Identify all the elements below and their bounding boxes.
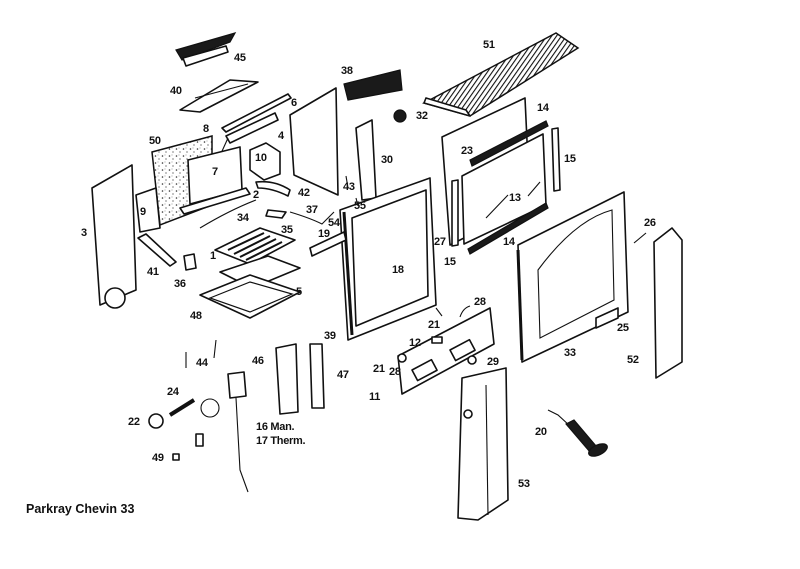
- label-10: 10: [255, 152, 267, 164]
- label-9: 9: [140, 206, 146, 218]
- part-14-seals: [467, 120, 549, 255]
- label-4: 4: [278, 130, 284, 142]
- label-51: 51: [483, 39, 495, 51]
- label-33: 33: [564, 347, 576, 359]
- label-19: 19: [318, 228, 330, 240]
- part-16-17-thermostat: [195, 371, 249, 493]
- part-37-rod: [265, 175, 359, 225]
- label-18: 18: [392, 264, 404, 276]
- part-24-rod: [168, 398, 196, 417]
- label-20: 20: [535, 426, 547, 438]
- label-38: 38: [341, 65, 353, 77]
- label-55: 55: [354, 200, 366, 212]
- label-35: 35: [281, 224, 293, 236]
- label-45: 45: [234, 52, 246, 64]
- part-53-front-post: [457, 367, 509, 521]
- label-28: 28: [474, 296, 486, 308]
- part-46-bracket: [275, 343, 299, 415]
- part-47-bracket: [309, 343, 325, 409]
- label-44: 44: [196, 357, 208, 369]
- label-2: 2: [253, 189, 259, 201]
- label-13: 13: [509, 192, 521, 204]
- part-2-bar: [179, 187, 251, 215]
- label-5: 5: [296, 286, 302, 298]
- part-49-clip: [172, 453, 180, 461]
- label-26: 26: [644, 217, 656, 229]
- part-33-outer-door: [516, 191, 629, 363]
- label-17: 17 Therm.: [256, 435, 306, 447]
- label-46: 46: [252, 355, 264, 367]
- label-21a: 21: [373, 363, 385, 375]
- part-1-grate: [214, 227, 296, 265]
- label-30: 30: [381, 154, 393, 166]
- label-24: 24: [167, 386, 179, 398]
- label-12: 12: [409, 337, 421, 349]
- label-22: 22: [128, 416, 140, 428]
- label-42: 42: [298, 187, 310, 199]
- label-23: 23: [461, 145, 473, 157]
- label-49: 49: [152, 452, 164, 464]
- part-51-top-hood: [421, 32, 580, 117]
- label-15b: 15: [444, 256, 456, 268]
- label-14a: 14: [537, 102, 549, 114]
- small-parts: [397, 305, 477, 365]
- label-27: 27: [434, 236, 446, 248]
- label-34: 34: [237, 212, 249, 224]
- label-14b: 14: [503, 236, 515, 248]
- label-32: 32: [416, 110, 428, 122]
- part-39-main-frame: [339, 177, 437, 341]
- label-36: 36: [174, 278, 186, 290]
- part-45-vent: [175, 32, 237, 67]
- part-6-rod: [221, 93, 292, 133]
- label-47: 47: [337, 369, 349, 381]
- part-48-ash-pan: [199, 274, 301, 319]
- part-11-control-panel: [397, 307, 495, 395]
- part-22-knob: [148, 413, 164, 429]
- label-37: 37: [306, 204, 318, 216]
- label-8: 8: [203, 123, 209, 135]
- label-39: 39: [324, 330, 336, 342]
- label-21b: 21: [428, 319, 440, 331]
- label-48: 48: [190, 310, 202, 322]
- part-9-block: [135, 187, 161, 233]
- part-41-strip: [137, 233, 177, 267]
- label-25: 25: [617, 322, 629, 334]
- label-15a: 15: [564, 153, 576, 165]
- part-25-plate: [595, 307, 619, 329]
- label-7: 7: [212, 166, 218, 178]
- label-50: 50: [149, 135, 161, 147]
- label-43: 43: [343, 181, 355, 193]
- label-28b: 28: [389, 366, 401, 378]
- part-52-right-side: [653, 227, 683, 379]
- label-41: 41: [147, 266, 159, 278]
- part-26-screw: [633, 232, 647, 244]
- part-23-door-frame: [441, 97, 547, 246]
- label-3: 3: [81, 227, 87, 239]
- part-42-bracket: [255, 180, 291, 197]
- part-10-hex: [249, 142, 281, 181]
- label-40: 40: [170, 85, 182, 97]
- diagram-caption: Parkray Chevin 33: [26, 502, 135, 516]
- label-11: 11: [369, 391, 381, 403]
- label-53: 53: [518, 478, 530, 490]
- label-52: 52: [627, 354, 639, 366]
- part-20-poker: [547, 409, 608, 457]
- label-54: 54: [328, 217, 340, 229]
- part-36-clip: [183, 253, 197, 271]
- part-38-vent: [343, 69, 403, 101]
- label-29: 29: [487, 356, 499, 368]
- part-40-baffle: [179, 79, 259, 113]
- label-1: 1: [210, 250, 216, 262]
- part-34-handle: [199, 199, 257, 229]
- part-4-back-plate: [289, 87, 339, 196]
- label-16: 16 Man.: [256, 421, 295, 433]
- part-3-side-panel: [91, 164, 137, 309]
- label-6: 6: [291, 97, 297, 109]
- part-44-screws: [185, 339, 217, 368]
- part-19-hinge: [309, 231, 347, 257]
- part-15-strips: [451, 127, 561, 247]
